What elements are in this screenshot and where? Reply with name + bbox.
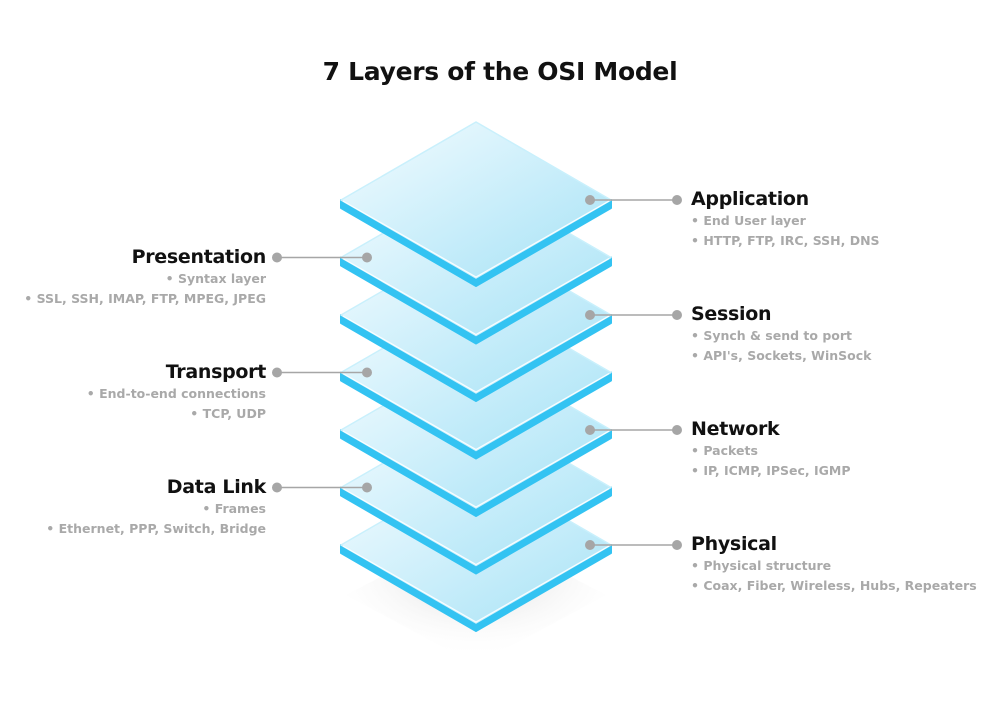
layer-detail: • IP, ICMP, IPSec, IGMP (691, 463, 851, 478)
connector-dot-outer (272, 482, 282, 493)
layer-highlight (342, 257, 610, 336)
layer-highlight (342, 545, 610, 623)
layer-label-application: Application • End User layer • HTTP, FTP, … (691, 187, 880, 251)
connector-dot-inner (585, 310, 595, 320)
layer-label-session: Session • Synch & send to port • API's, So… (691, 302, 871, 366)
layer-detail: • Frames (202, 500, 266, 516)
connector-dot-inner (362, 367, 372, 378)
connector-session (585, 310, 682, 320)
layer-name: Physical (691, 533, 777, 555)
connector-dot-inner (585, 540, 595, 550)
layer-detail: • Physical structure (691, 558, 832, 573)
layer-label-presentation: Presentation • Syntax layer • SSL, SSH, IM… (24, 245, 266, 309)
layer-highlight (342, 315, 610, 393)
layer-name: Presentation (131, 245, 267, 268)
layer-detail: • Syntax layer (165, 270, 266, 286)
layer-highlight (342, 372, 610, 451)
layer-label-data-link: Data Link • Frames • Ethernet, PPP, Switch… (46, 475, 266, 539)
layer-detail: • Synch & send to port (691, 328, 853, 343)
connector-physical (585, 540, 682, 550)
layer-detail: • Packets (691, 443, 758, 458)
layer-plate-application (340, 121, 612, 287)
connector-dot-outer (672, 310, 682, 320)
layer-detail: • TCP, UDP (190, 405, 266, 421)
connector-network (585, 425, 682, 435)
layer-detail: • End User layer (691, 213, 806, 228)
connector-dot-outer (672, 540, 682, 550)
connector-transport (272, 367, 372, 378)
connector-dot-inner (362, 482, 372, 493)
layer-highlight (342, 430, 610, 508)
connector-dot-inner (362, 252, 372, 263)
layer-detail: • SSL, SSH, IMAP, FTP, MPEG, JPEG (24, 290, 266, 306)
layer-label-physical: Physical • Physical structure • Coax, Fibe… (691, 532, 977, 596)
connector-dot-inner (585, 195, 595, 205)
connector-dot-outer (672, 195, 682, 205)
connector-dot-outer (272, 252, 282, 263)
connector-dot-inner (585, 425, 595, 435)
connector-dot-outer (272, 367, 282, 378)
layer-name: Application (691, 188, 809, 210)
layer-highlight (342, 200, 610, 278)
layer-detail: • Coax, Fiber, Wireless, Hubs, Repeaters (691, 578, 977, 593)
layer-detail: • End-to-end connections (86, 385, 266, 401)
layer-detail: • API's, Sockets, WinSock (691, 348, 872, 363)
connector-dot-outer (672, 425, 682, 435)
connector-application (585, 195, 682, 205)
layer-label-network: Network • Packets • IP, ICMP, IPSec, IGMP (691, 417, 851, 481)
layer-name: Data Link (166, 475, 267, 498)
connector-data-link (272, 482, 372, 493)
diagram-title: 7 Layers of the OSI Model (322, 57, 678, 86)
layer-name: Network (691, 418, 780, 440)
layer-name: Transport (165, 360, 267, 383)
layer-name: Session (691, 303, 772, 325)
layer-highlight (342, 487, 610, 566)
layer-detail: • HTTP, FTP, IRC, SSH, DNS (691, 233, 880, 248)
layer-label-transport: Transport • End-to-end connections • TCP, … (86, 360, 267, 424)
connector-presentation (272, 252, 372, 263)
layer-detail: • Ethernet, PPP, Switch, Bridge (46, 520, 266, 536)
